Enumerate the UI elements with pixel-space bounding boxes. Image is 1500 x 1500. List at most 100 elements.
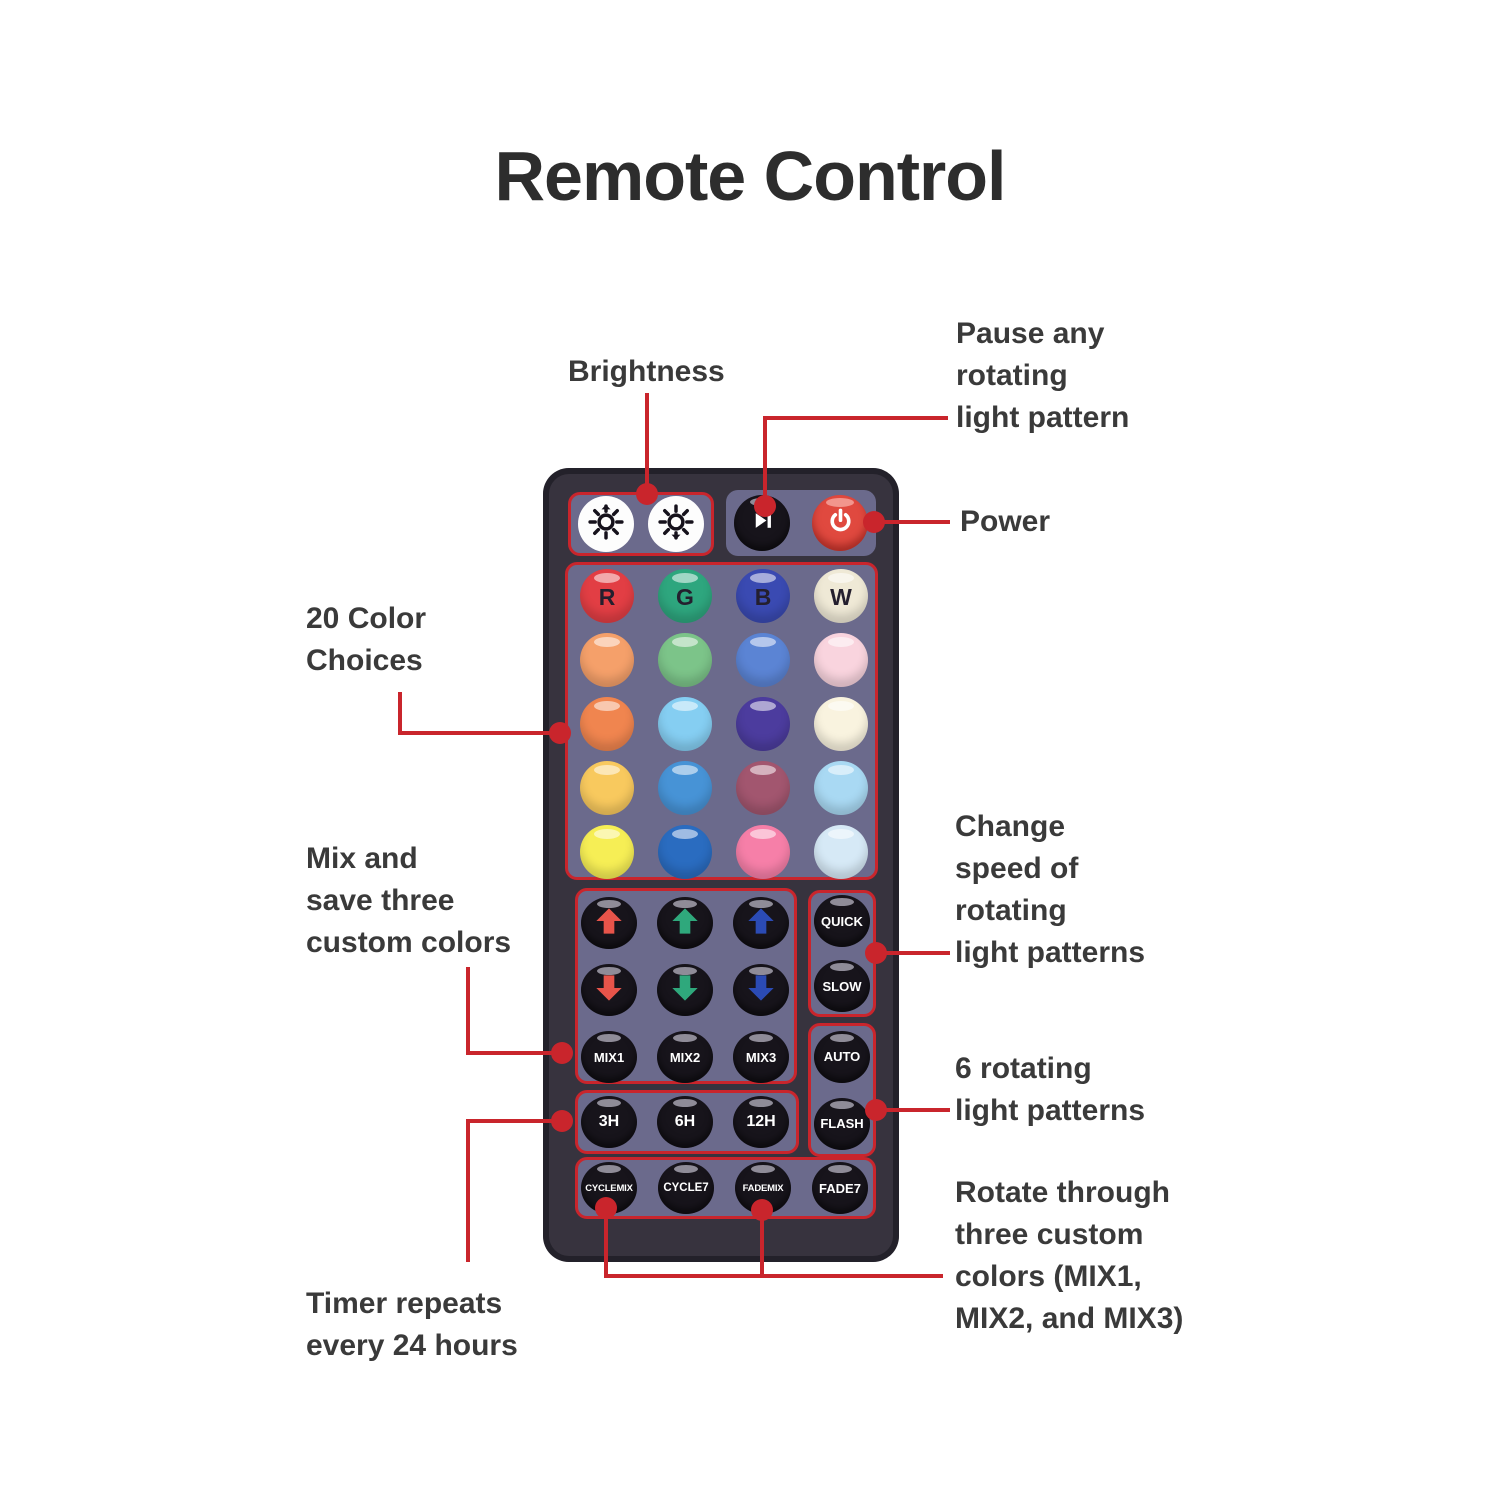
- color-ball-r5-c4[interactable]: [814, 825, 868, 879]
- mix3-button[interactable]: MIX3: [733, 1031, 789, 1083]
- connector-speed: [876, 951, 950, 955]
- button-highlight: [597, 1099, 621, 1107]
- button-label: MIX3: [745, 1049, 777, 1065]
- button-highlight: [673, 1099, 697, 1107]
- connector-mix-h: [466, 1051, 562, 1055]
- flash-button[interactable]: FLASH: [814, 1097, 870, 1150]
- ball-highlight-icon: [750, 701, 776, 711]
- ball-highlight-icon: [672, 829, 698, 839]
- ball-highlight-icon: [672, 765, 698, 775]
- color-ball-r5-c1[interactable]: [580, 825, 634, 879]
- pause-power-group: [726, 490, 876, 556]
- label-change-speed: Change speed of rotating light patterns: [955, 810, 1146, 969]
- color-ball-r2-c3[interactable]: [736, 633, 790, 687]
- color-ball-r5-c3[interactable]: [736, 825, 790, 879]
- color-ball-r4-c4[interactable]: [814, 761, 868, 815]
- button-highlight: [673, 1034, 697, 1042]
- play-pause-icon: [749, 507, 776, 539]
- connector-dot-timer: [551, 1110, 573, 1132]
- arrow-down-icon: [745, 972, 777, 1009]
- power-button[interactable]: [812, 495, 868, 551]
- slow-button[interactable]: SLOW: [814, 960, 870, 1012]
- connector-cyclemix-v: [604, 1208, 608, 1278]
- ball-highlight-icon: [594, 637, 620, 647]
- color-ball-r3-c3[interactable]: [736, 697, 790, 751]
- remote-control-body: R G B W MIX1 MIX2 MIX3 QUICK SLOW AUTO FLASH 3H…: [543, 468, 899, 1262]
- button-label: FADE7: [819, 1180, 861, 1196]
- color-button-green[interactable]: G: [658, 569, 712, 623]
- color-button-white[interactable]: W: [814, 569, 868, 623]
- button-highlight: [830, 963, 854, 971]
- color-letter: W: [830, 583, 852, 610]
- connector-colors-v: [398, 692, 402, 735]
- green-down-arrow-button[interactable]: [657, 964, 713, 1016]
- mix2-button[interactable]: MIX2: [657, 1031, 713, 1083]
- color-ball-r4-c2[interactable]: [658, 761, 712, 815]
- color-ball-r3-c2[interactable]: [658, 697, 712, 751]
- label-rotate-custom: Rotate through three custom colors (MIX1…: [955, 1176, 1184, 1335]
- brightness-up-button[interactable]: [578, 496, 634, 552]
- color-ball-r3-c1[interactable]: [580, 697, 634, 751]
- color-letter: B: [754, 583, 772, 610]
- button-label: 6H: [674, 1113, 696, 1130]
- button-label: CYCLE7: [663, 1182, 709, 1194]
- connector-timer-v: [466, 1119, 470, 1262]
- connector-flash: [876, 1108, 950, 1112]
- green-up-arrow-button[interactable]: [657, 897, 713, 949]
- auto-button[interactable]: AUTO: [814, 1030, 870, 1083]
- color-ball-r2-c4[interactable]: [814, 633, 868, 687]
- color-ball-r2-c1[interactable]: [580, 633, 634, 687]
- button-highlight: [830, 1100, 854, 1109]
- color-ball-r3-c4[interactable]: [814, 697, 868, 751]
- ball-highlight-icon: [594, 701, 620, 711]
- color-ball-r4-c1[interactable]: [580, 761, 634, 815]
- button-label: FADEMIX: [742, 1182, 784, 1194]
- cycle7-button[interactable]: CYCLE7: [658, 1162, 714, 1214]
- button-highlight: [830, 1033, 854, 1042]
- ball-highlight-icon: [672, 573, 698, 583]
- connector-dot-brightness: [636, 483, 658, 505]
- button-highlight: [674, 1165, 698, 1173]
- color-button-red[interactable]: R: [580, 569, 634, 623]
- label-timer: Timer repeats every 24 hours: [306, 1287, 518, 1362]
- ball-highlight-icon: [594, 829, 620, 839]
- button-label: FLASH: [820, 1116, 864, 1131]
- timer-3h-button[interactable]: 3H: [581, 1096, 637, 1148]
- red-down-arrow-button[interactable]: [581, 964, 637, 1016]
- blue-down-arrow-button[interactable]: [733, 964, 789, 1016]
- ball-highlight-icon: [828, 765, 854, 775]
- button-highlight: [828, 1165, 852, 1173]
- timer-6h-button[interactable]: 6H: [657, 1096, 713, 1148]
- brightness-down-button[interactable]: [648, 496, 704, 552]
- ball-highlight-icon: [828, 701, 854, 711]
- ball-highlight-icon: [828, 637, 854, 647]
- timer-12h-button[interactable]: 12H: [733, 1096, 789, 1148]
- ball-highlight-icon: [750, 829, 776, 839]
- quick-button[interactable]: QUICK: [814, 895, 870, 947]
- button-highlight: [749, 1034, 773, 1042]
- button-label: MIX2: [669, 1049, 701, 1065]
- button-label: SLOW: [822, 978, 862, 994]
- connector-dot-mix: [551, 1042, 573, 1064]
- color-ball-r5-c2[interactable]: [658, 825, 712, 879]
- ball-highlight-icon: [594, 573, 620, 583]
- button-label: 3H: [598, 1113, 620, 1130]
- color-ball-r4-c3[interactable]: [736, 761, 790, 815]
- label-brightness: Brightness: [568, 355, 725, 388]
- blue-up-arrow-button[interactable]: [733, 897, 789, 949]
- color-letter: G: [676, 583, 694, 610]
- button-highlight: [597, 1165, 621, 1173]
- arrow-up-icon: [669, 905, 701, 942]
- red-up-arrow-button[interactable]: [581, 897, 637, 949]
- connector-dot-power: [863, 511, 885, 533]
- label-rotating-patterns: 6 rotating light patterns: [955, 1052, 1146, 1127]
- color-ball-r2-c2[interactable]: [658, 633, 712, 687]
- sun-icon: [588, 503, 624, 545]
- page-title: Remote Control: [494, 137, 1007, 215]
- fade7-button[interactable]: FADE7: [812, 1162, 868, 1214]
- color-button-blue[interactable]: B: [736, 569, 790, 623]
- connector-dot-pause: [754, 495, 776, 517]
- arrow-down-icon: [669, 972, 701, 1009]
- mix1-button[interactable]: MIX1: [581, 1031, 637, 1083]
